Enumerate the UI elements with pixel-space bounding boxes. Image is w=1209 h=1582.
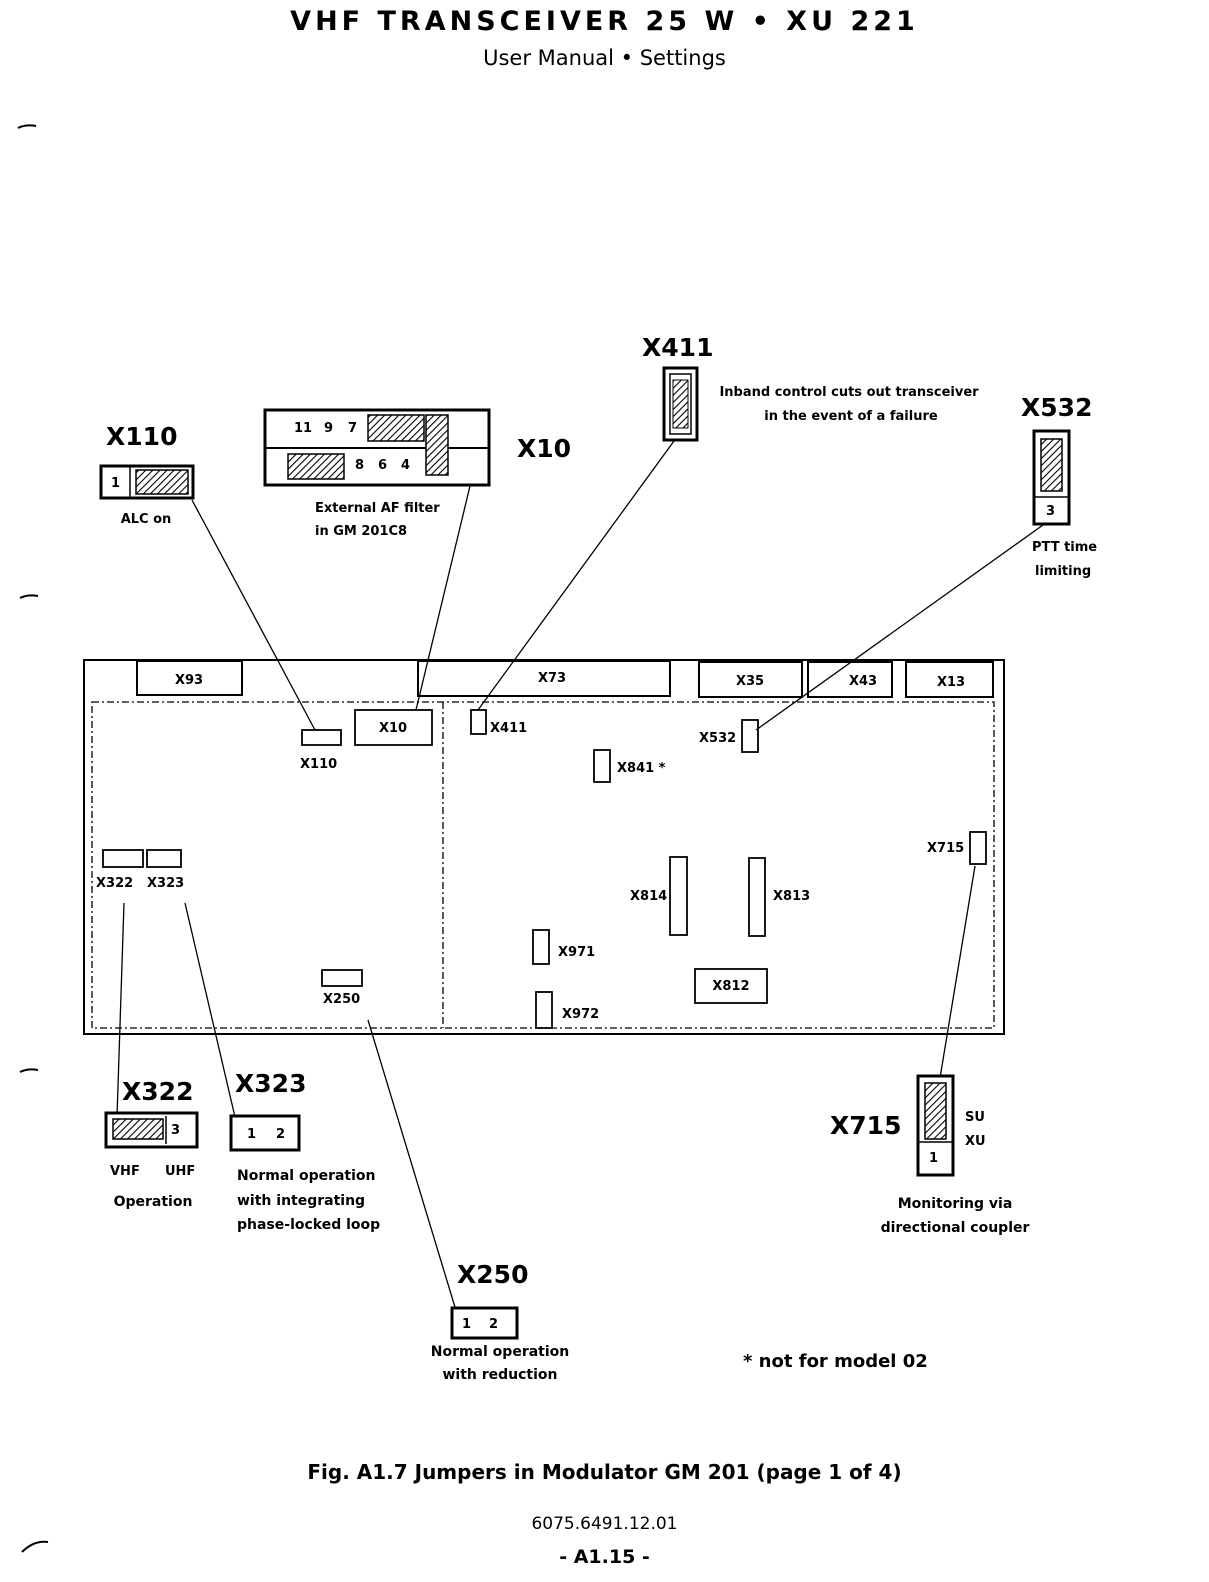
callout-x250: X250 1 2 Normal operation with reduction xyxy=(431,1260,570,1383)
svg-text:8: 8 xyxy=(355,458,364,473)
label-board-x532: X532 xyxy=(699,731,736,746)
callout-x322-desc: Operation xyxy=(114,1194,193,1210)
callout-x411-desc-1: Inband control cuts out transceiver xyxy=(719,385,979,400)
label-board-x715: X715 xyxy=(927,841,964,856)
callout-x322-title: X322 xyxy=(122,1077,193,1106)
callout-x322-label-uhf: UHF xyxy=(165,1164,195,1179)
svg-text:1: 1 xyxy=(462,1317,471,1332)
svg-text:7: 7 xyxy=(348,421,357,436)
callout-x532-pin: 3 xyxy=(1046,504,1055,519)
board-x110 xyxy=(301,729,342,746)
callout-x323-desc-2: with integrating xyxy=(237,1193,365,1209)
footnote: * not for model 02 xyxy=(743,1351,928,1372)
page-title: VHF TRANSCEIVER 25 W • XU 221 xyxy=(290,6,919,37)
callout-x411-desc-2: in the event of a failure xyxy=(764,409,938,424)
label-board-x972: X972 xyxy=(562,1007,599,1022)
board-x814 xyxy=(669,856,688,936)
callout-x532-desc-2: limiting xyxy=(1035,564,1091,579)
board-x10 xyxy=(354,709,433,746)
label-board-x10: X10 xyxy=(379,721,407,736)
label-board-x971: X971 xyxy=(558,945,595,960)
callout-x322-pin: 3 xyxy=(171,1123,180,1138)
callout-x532-desc-1: PTT time xyxy=(1032,540,1097,555)
page-number: - A1.15 - xyxy=(559,1546,650,1568)
board-x322 xyxy=(102,849,144,868)
board-x411 xyxy=(470,709,487,735)
figure-caption: Fig. A1.7 Jumpers in Modulator GM 201 (p… xyxy=(307,1460,902,1484)
board-x971 xyxy=(532,929,550,965)
callout-x110-pin: 1 xyxy=(111,476,120,491)
callout-x322-label-vhf: VHF xyxy=(110,1164,140,1179)
label-board-x814: X814 xyxy=(630,889,667,904)
label-board-x813: X813 xyxy=(773,889,810,904)
board-x532 xyxy=(741,719,759,753)
leader-lines xyxy=(116,440,1044,1328)
board-x972 xyxy=(535,991,553,1029)
callout-x323-desc-3: phase-locked loop xyxy=(237,1217,380,1233)
page-subtitle: User Manual • Settings xyxy=(483,46,726,70)
callout-x323: X323 1 2 Normal operation with integrati… xyxy=(229,1069,380,1233)
callout-x323-desc-1: Normal operation xyxy=(237,1168,376,1184)
label-board-x110: X110 xyxy=(300,757,337,772)
svg-text:4: 4 xyxy=(401,458,410,473)
svg-text:2: 2 xyxy=(276,1127,285,1142)
callout-x110-title: X110 xyxy=(106,422,177,451)
label-x13: X13 xyxy=(937,675,965,690)
label-x35: X35 xyxy=(736,674,764,689)
callout-x715-pin: 1 xyxy=(929,1151,938,1166)
board-x813 xyxy=(748,857,766,937)
callout-x532: X532 3 PTT time limiting xyxy=(1021,393,1097,579)
svg-text:6: 6 xyxy=(378,458,387,473)
board-x250 xyxy=(321,969,363,987)
connector-x43 xyxy=(807,661,893,698)
callout-x10: 11 9 7 8 6 4 X10 External AF filter in G… xyxy=(263,408,571,539)
callout-x10-desc-1: External AF filter xyxy=(315,501,440,516)
callout-x411-title: X411 xyxy=(642,333,713,362)
modulator-board xyxy=(83,659,1005,1035)
callout-x110: X110 1 ALC on xyxy=(99,422,195,527)
callout-x10-title: X10 xyxy=(517,434,571,463)
label-x43: X43 xyxy=(849,674,877,689)
callout-x322: X322 3 VHF UHF Operation xyxy=(104,1077,199,1210)
svg-text:1: 1 xyxy=(247,1127,256,1142)
callout-x715-desc-1: Monitoring via xyxy=(898,1196,1013,1212)
label-x73: X73 xyxy=(538,671,566,686)
board-x812 xyxy=(694,968,768,1004)
label-board-x841: X841 * xyxy=(617,761,666,776)
callout-x532-title: X532 xyxy=(1021,393,1092,422)
board-x323 xyxy=(146,849,182,868)
callout-x323-title: X323 xyxy=(235,1069,306,1098)
callout-x110-desc: ALC on xyxy=(121,512,172,527)
connector-x93 xyxy=(136,660,243,696)
callout-x715-label-su: SU xyxy=(965,1110,985,1125)
label-board-x323: X323 xyxy=(147,876,184,891)
label-board-x322: X322 xyxy=(96,876,133,891)
callout-x715-title: X715 xyxy=(830,1111,901,1140)
svg-text:2: 2 xyxy=(489,1317,498,1332)
connector-x13 xyxy=(905,661,994,698)
callout-x250-title: X250 xyxy=(457,1260,528,1289)
callout-x10-desc-2: in GM 201C8 xyxy=(315,524,407,539)
callout-x250-desc-2: with reduction xyxy=(442,1367,557,1383)
label-board-x812: X812 xyxy=(712,979,749,994)
callout-x411: X411 Inband control cuts out transceiver… xyxy=(642,333,979,442)
callout-x715-label-xu: XU xyxy=(965,1134,986,1149)
label-board-x250: X250 xyxy=(323,992,360,1007)
svg-text:11: 11 xyxy=(294,421,312,436)
board-x841 xyxy=(593,749,611,783)
board-x715 xyxy=(969,831,987,865)
callout-x715-desc-2: directional coupler xyxy=(881,1220,1030,1236)
margin-marks xyxy=(17,124,49,1553)
document-number: 6075.6491.12.01 xyxy=(531,1514,678,1534)
label-x93: X93 xyxy=(175,673,203,688)
connector-x35 xyxy=(698,661,803,698)
callout-x250-desc-1: Normal operation xyxy=(431,1344,570,1360)
svg-text:9: 9 xyxy=(324,421,333,436)
label-board-x411: X411 xyxy=(490,721,527,736)
callout-x715: X715 1 SU XU Monitoring via directional … xyxy=(830,1074,1030,1236)
connector-x73 xyxy=(417,660,671,697)
